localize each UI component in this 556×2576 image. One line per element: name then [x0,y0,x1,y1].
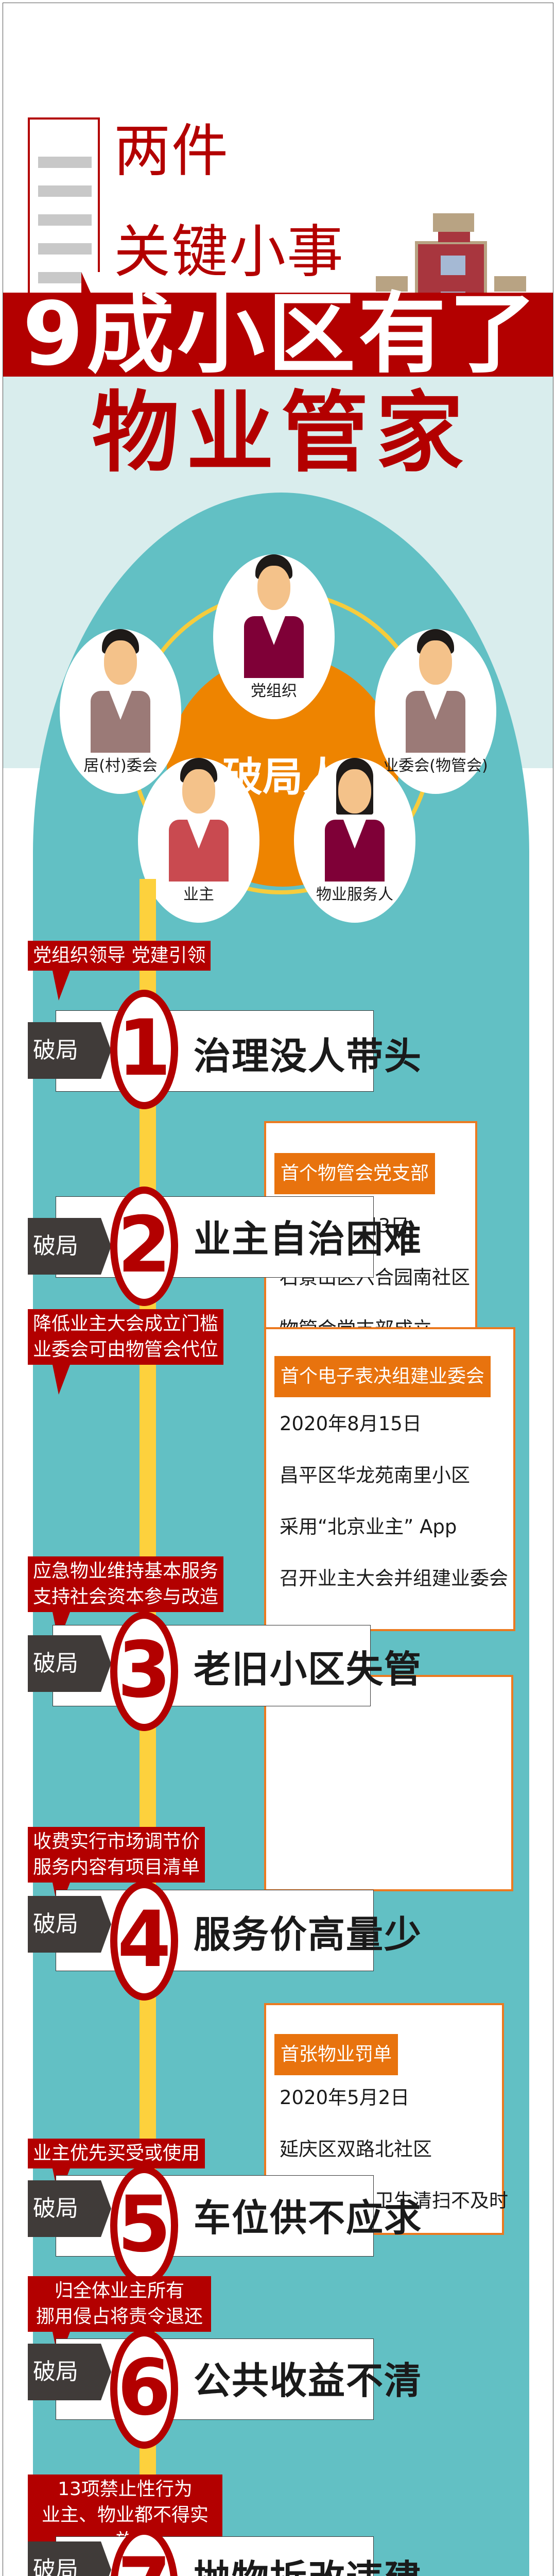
item-number-badge: 6 [110,2329,178,2449]
case-card: 首个电子表决组建业委会 2020年8月15日 昌平区华龙苑南里小区 采用“北京业… [264,1327,515,1631]
role-owners-committee: 业委会(物管会) [375,629,496,794]
case-line: 采用“北京业主” App [280,1516,457,1538]
breakthrough-label: 破局 [28,1022,111,1079]
item-number-badge: 2 [110,1187,178,1306]
doc-line [38,214,92,226]
item-number-badge: 5 [110,2166,178,2285]
solution-text: 降低业主大会成立门槛 [33,1313,219,1334]
main-title-line1: 9成小区有了 [3,291,553,378]
solution-tag: 归全体业主所有 挪用侵占将责令退还 [28,2276,211,2362]
header-line1: 两件 [114,118,229,184]
item-number-badge: 4 [110,1881,178,2001]
role-label: 业委会(物管会) [383,757,488,775]
solution-text: 挪用侵占将责令退还 [36,2306,203,2327]
solution-text: 收费实行市场调节价 [33,1831,200,1852]
item-number-badge: 1 [110,990,178,1109]
collar [187,820,210,849]
role-owner: 业主 [138,758,259,923]
doc-line [38,185,92,197]
doc-line [38,243,92,255]
breakthrough-label: 破局 [28,2180,111,2237]
solution-tag: 党组织领导 党建引领 [28,941,211,1001]
case-line: 2020年5月2日 [280,2087,410,2109]
solution-tag: 应急物业维持基本服务 支持社会资本参与改造 [28,1556,224,1642]
collar [109,691,132,720]
infographic: 两件 关键小事 一年交答卷 ✓ 上篇 《北京市物业管理条例》 9成小区有了 物业… [3,3,553,2576]
role-party-organization: 党组织 [213,554,335,719]
case-card: 首张物业罚单 2020年5月2日 延庆区双路北社区 墙砖脱落、卫生清扫不及时 [264,2003,508,2235]
doc-line [38,272,81,283]
person-head-icon [182,769,215,814]
solution-tag: 业主优先买受或使用 [28,2139,205,2198]
solution-text: 支持社会资本参与改造 [33,1586,219,1607]
header-line2: 关键小事 [114,219,344,285]
breakthrough-label: 破局 [28,2541,111,2576]
collar [343,820,366,849]
breakthrough-label: 破局 [28,1218,111,1275]
solution-text: 业主优先买受或使用 [33,2143,200,2164]
problem-title: 服务价高量少 [194,1913,423,1956]
solution-tag: 收费实行市场调节价 服务内容有项目清单 [28,1827,205,1912]
role-label: 党组织 [251,682,297,700]
role-residents-committee: 居(村)委会 [60,629,181,794]
case-line: 延庆区双路北社区 [280,2138,432,2160]
case-label: 首个电子表决组建业委会 [274,1356,491,1397]
role-label: 居(村)委会 [83,757,158,775]
solution-text: 13项禁止性行为 [58,2479,193,2500]
solution-text: 业委会可由物管会代位 [33,1339,219,1360]
collar [424,691,447,720]
person-head-icon [338,769,371,814]
person-head-icon [104,640,137,685]
problem-title: 治理没人带头 [194,1035,423,1078]
role-property-service: 物业服务人 [294,758,415,923]
problem-title: 抛物拆改违建 [194,2548,422,2576]
role-label: 物业服务人 [316,886,393,904]
solution-text: 业主、物业都不得实施 [41,2504,208,2551]
solution-text: 党组织领导 党建引领 [33,945,206,966]
breakthrough-label: 破局 [28,2344,111,2400]
case-line: 召开业主大会并组建业委会 [280,1567,508,1589]
item-number-badge: 3 [110,1612,178,1731]
breakthrough-label: 破局 [28,1896,111,1953]
person-head-icon [419,640,452,685]
case-label: 首个物管会党支部 [274,1153,436,1194]
solution-text: 应急物业维持基本服务 [33,1561,219,1582]
problem-title: 公共收益不清 [194,2359,423,2402]
case-line: 2020年8月15日 [280,1413,422,1435]
main-title-line2: 物业管家 [91,382,471,484]
collar [263,616,285,645]
solution-text: 服务内容有项目清单 [33,1857,200,1878]
problem-title: 老旧小区失管 [194,1648,423,1691]
person-head-icon [257,566,290,610]
problem-title: 业主自治困难 [194,1217,423,1261]
case-card [264,1675,513,1891]
problem-title: 车位供不应求 [194,2196,423,2240]
role-label: 业主 [183,886,214,904]
case-line: 昌平区华龙苑南里小区 [280,1464,470,1486]
case-label: 首张物业罚单 [274,2034,398,2075]
breakthrough-label: 破局 [28,1635,111,1692]
solution-tag: 降低业主大会成立门槛 业委会可由物管会代位 [28,1309,224,1395]
doc-line [38,157,92,168]
solution-text: 归全体业主所有 [54,2280,184,2301]
